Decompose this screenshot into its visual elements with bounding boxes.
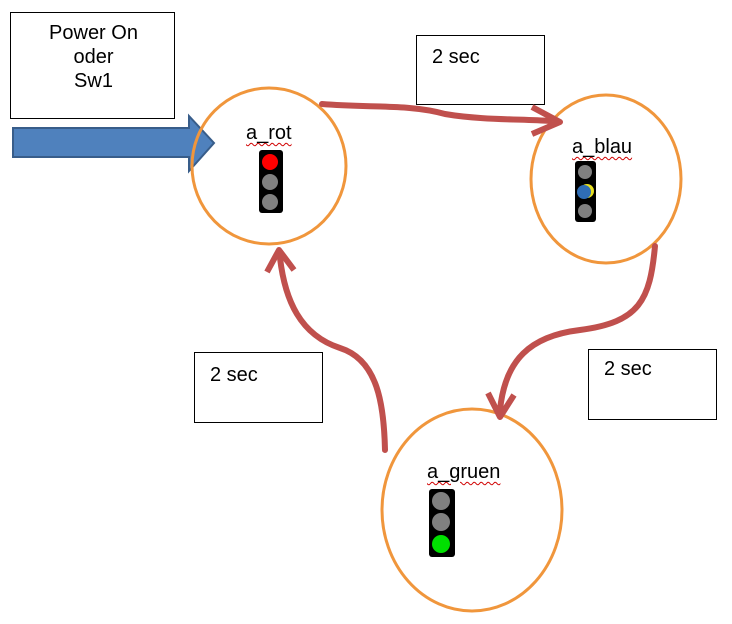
start-condition-line: oder (73, 46, 114, 68)
traffic-light-rot-icon (259, 150, 283, 213)
light-bottom (432, 535, 450, 553)
light-top (262, 154, 278, 170)
light-middle (577, 185, 591, 199)
state-label-gruen: a_gruen (427, 461, 501, 483)
entry-arrow (12, 113, 216, 174)
light-top (578, 165, 592, 179)
state-blau-circle (529, 93, 683, 265)
transition-arrow-gruen-rot (277, 255, 388, 453)
light-top (432, 492, 450, 510)
start-condition-line: Power On (49, 22, 138, 44)
start-condition-text: Power On oder Sw1 (11, 21, 176, 93)
transition-label-gruen-rot: 2 sec (210, 364, 258, 386)
state-label-rot: a_rot (246, 122, 292, 144)
transition-label-rot-blau: 2 sec (432, 46, 480, 68)
light-middle (262, 174, 278, 190)
state-label-blau: a_blau (572, 136, 633, 158)
start-condition-line: Sw1 (74, 70, 113, 92)
traffic-light-gruen-icon (429, 489, 455, 557)
traffic-light-blau-icon (575, 161, 596, 222)
transition-arrow-blau-gruen (497, 243, 658, 413)
light-middle (432, 513, 450, 531)
light-bottom (262, 194, 278, 210)
arrowhead-rot-blau (530, 104, 563, 137)
transition-arrow-rot-blau (319, 101, 553, 124)
state-rot-circle (190, 86, 348, 246)
start-condition-box: Power On oder Sw1 (10, 12, 175, 119)
light-bottom (578, 204, 592, 218)
arrowhead-blau-gruen (485, 391, 517, 420)
transition-label-blau-gruen: 2 sec (604, 358, 652, 380)
transition-arrows (264, 101, 658, 453)
transition-label-box-blau-gruen: 2 sec (588, 349, 717, 420)
transition-label-box-gruen-rot: 2 sec (194, 352, 323, 423)
arrowhead-gruen-rot (264, 247, 297, 274)
transition-label-box-rot-blau: 2 sec (416, 35, 545, 105)
state-gruen-circle (380, 407, 564, 613)
